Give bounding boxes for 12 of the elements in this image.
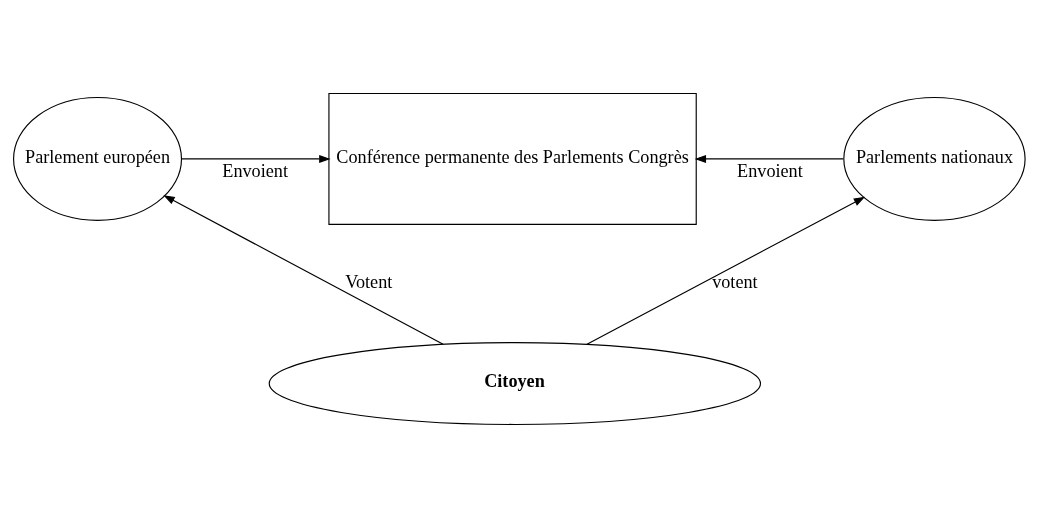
node-ellipse: Parlements nationaux	[843, 96, 1026, 221]
arrow	[586, 196, 866, 345]
node-box: Conférence permanente des Parlements Congrès	[328, 93, 697, 225]
edge-label: Votent	[345, 271, 393, 292]
node-ellipse: Parlement européen	[13, 96, 183, 221]
edge-label: votent	[712, 271, 758, 292]
edge-label: Envoient	[737, 160, 803, 181]
arrow	[163, 195, 444, 345]
edge-label: Envoient	[222, 160, 288, 181]
arrow	[180, 154, 331, 163]
arrow	[694, 154, 844, 163]
node-ellipse: Citoyen	[268, 342, 762, 425]
